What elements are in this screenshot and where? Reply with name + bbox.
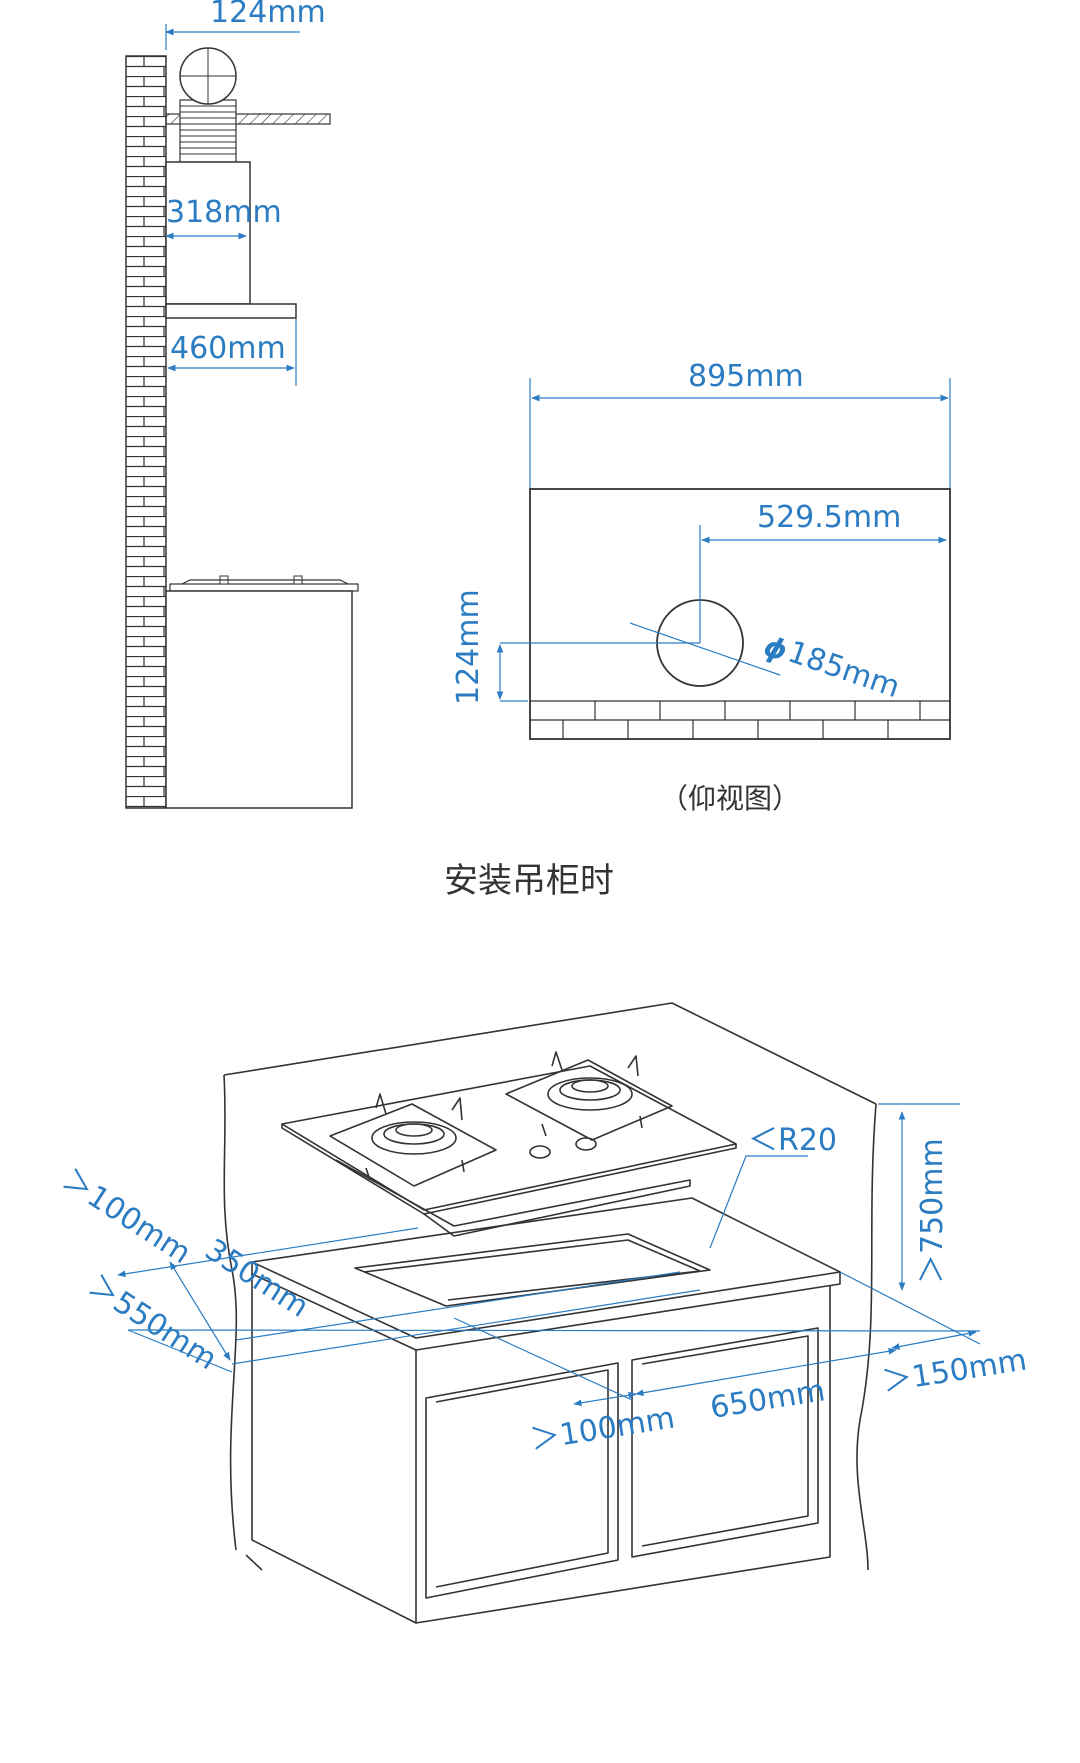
wall-cabinet-shelf — [165, 113, 331, 125]
hood-bottom-outline — [529, 488, 951, 740]
hood-canopy — [165, 303, 297, 319]
label-height-clearance: ＞750mm — [915, 1138, 950, 1284]
dim-hood-depth: 460mm — [167, 318, 297, 386]
section-title: 安装吊柜时 — [444, 861, 614, 901]
label-left-clearance: ＞100mm — [56, 1162, 197, 1271]
cooktop-install-view — [223, 1002, 877, 1624]
dim-chimney-width: 318mm — [165, 195, 282, 240]
bottom-brick-band — [530, 700, 950, 739]
right-wall-edge — [856, 1103, 877, 1571]
label-chimney-width: 318mm — [166, 195, 282, 230]
label-duct-width: 124mm — [210, 0, 326, 30]
label-total-width: 895mm — [688, 359, 804, 394]
cooktop-glass — [281, 1065, 737, 1211]
burner-right — [505, 1051, 673, 1141]
dim-height: 124mm — [451, 589, 504, 705]
cooktop-dims — [117, 1103, 981, 1407]
cabinet-door-right — [631, 1327, 819, 1558]
label-cut-width: 650mm — [708, 1373, 828, 1426]
hood-chimney — [165, 161, 251, 305]
side-view: 124mm 318mm 460mm — [125, 0, 359, 809]
brick-wall — [125, 55, 167, 809]
cabinet-door-left — [425, 1362, 619, 1599]
left-wall-edge — [223, 1074, 238, 1551]
burner-left — [329, 1093, 497, 1187]
bottom-view-caption: （仰视图） — [660, 782, 800, 815]
label-center-offset: 529.5mm — [757, 500, 901, 535]
dim-duct-width: 124mm — [165, 0, 326, 50]
control-knobs — [529, 1137, 597, 1159]
label-cabinet-depth: ＞550mm — [82, 1268, 223, 1377]
label-hood-depth: 460mm — [170, 331, 286, 366]
label-right-clearance: ＞150mm — [880, 1343, 1029, 1400]
countertop-cutout — [354, 1233, 711, 1307]
label-height: 124mm — [451, 589, 486, 705]
label-front-clearance: ＞100mm — [528, 1401, 677, 1458]
dim-center-offset: 529.5mm — [701, 500, 947, 544]
duct-pipe — [179, 47, 237, 163]
label-corner-radius: ＜R20 — [748, 1123, 837, 1158]
cabinet-body — [415, 1286, 831, 1624]
dim-total-width: 895mm — [529, 359, 951, 488]
base-cabinet-side — [165, 575, 359, 809]
bottom-view: 895mm 529.5mm 124mm ϕ 185mm （仰视图） — [451, 359, 951, 815]
back-wall — [223, 1002, 877, 1105]
